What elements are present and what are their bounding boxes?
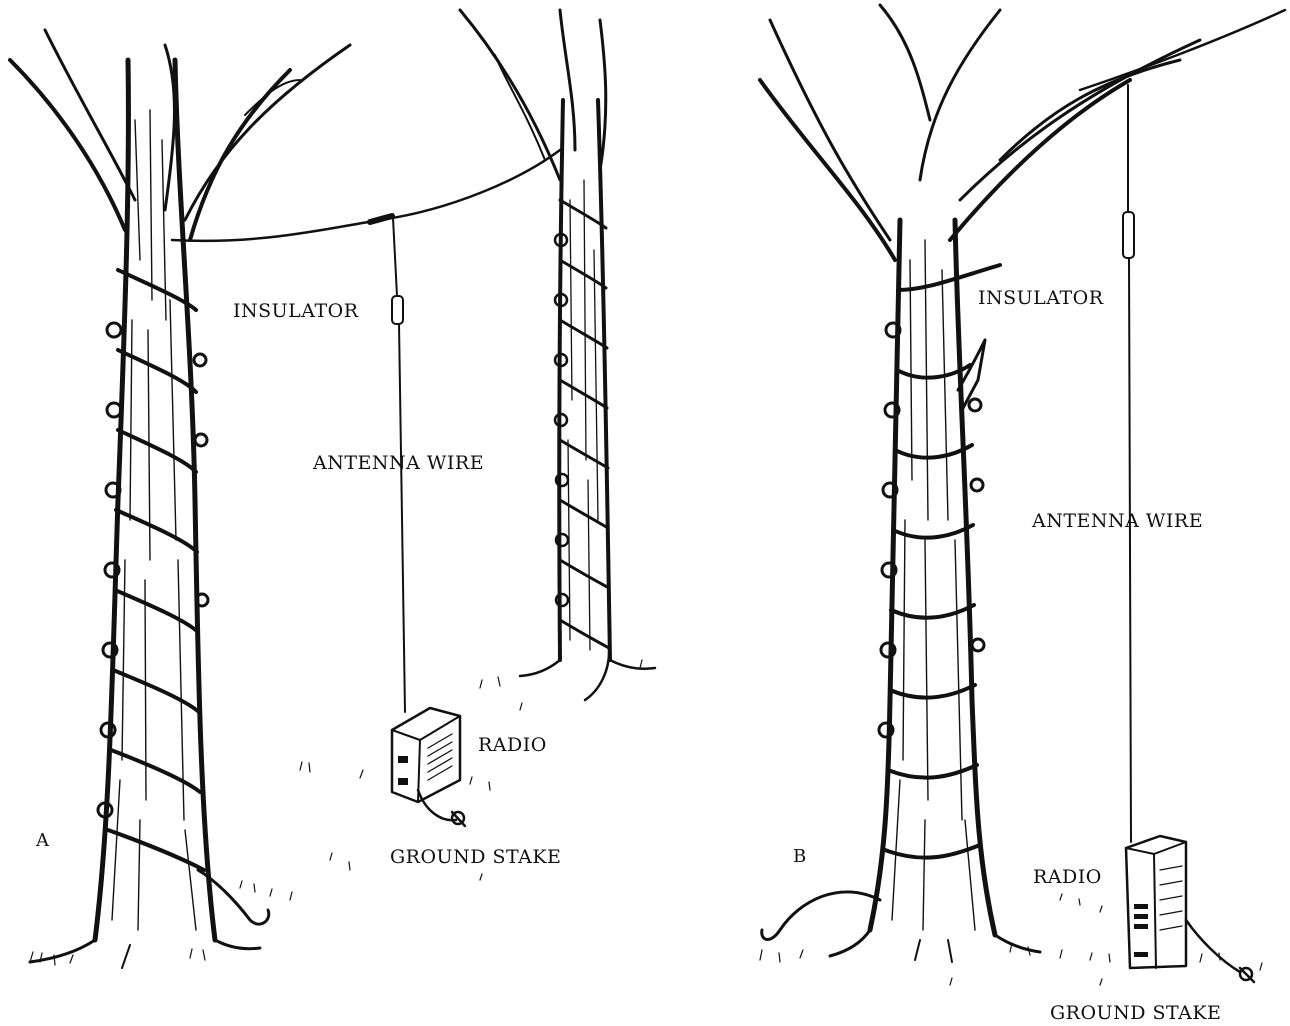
panel-a-letter: A [36,832,50,850]
panel-b-radio-label: RADIO [1033,868,1102,887]
panel-a-radio [392,708,460,802]
panel-b-ground-stake [1240,968,1254,982]
panel-b-radio [1126,836,1186,968]
panel-a-insulator-label: INSULATOR [233,302,359,321]
panel-a-insulator [392,296,403,324]
panel-a-left-tree [10,30,350,968]
panel-a-ground-stake-label: GROUND STAKE [390,848,561,867]
panel-a-drawing [10,10,655,968]
panel-a-right-tree [460,10,655,700]
panel-b-tree [760,5,1285,962]
panel-a-antenna-wire-label: ANTENNA WIRE [313,454,484,473]
panel-a-span-wire [172,150,560,241]
panel-b-antenna-wire-label: ANTENNA WIRE [1032,512,1203,531]
panel-a-radio-label: RADIO [478,736,547,755]
panel-b-drawing [760,5,1285,985]
panel-b-letter: B [793,848,807,866]
panel-b-insulator-label: INSULATOR [978,289,1104,308]
panel-b-insulator [1123,212,1134,258]
panel-b-ground-stake-label: GROUND STAKE [1050,1004,1221,1023]
panel-b-antenna-wire [1128,85,1131,842]
